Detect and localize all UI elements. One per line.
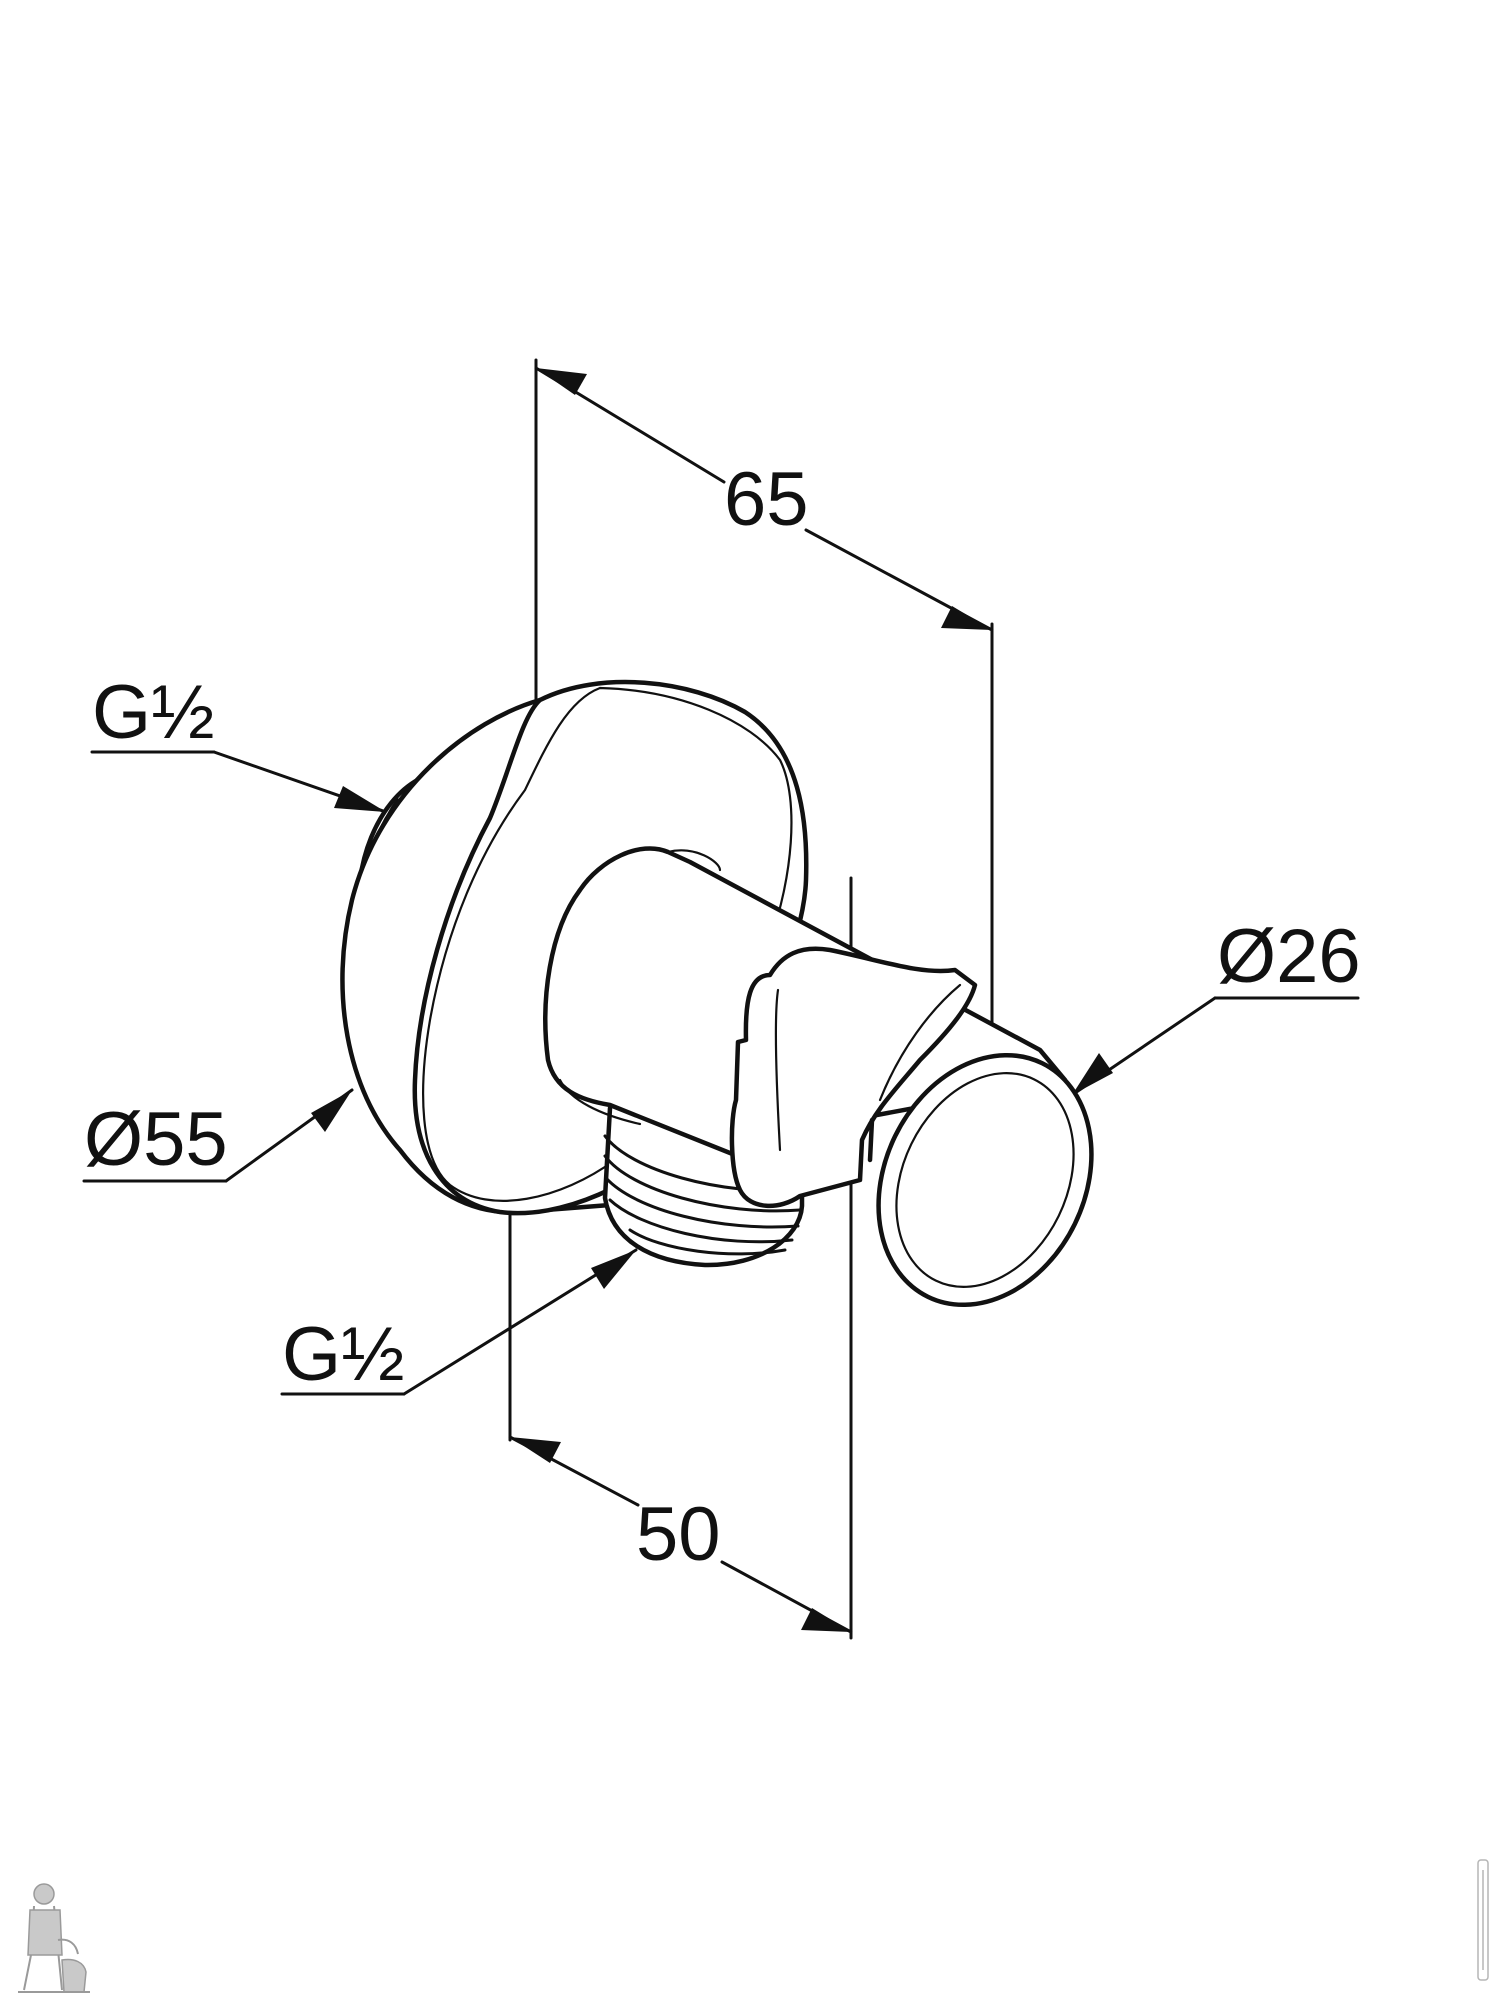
dimension-65: 65: [534, 358, 994, 1172]
arrowhead-flange: [311, 1090, 352, 1132]
arrowhead-50-right: [801, 1608, 851, 1632]
leader-thread-bottom: G½: [280, 1248, 638, 1397]
vertical-watermark-mark: [1477, 1859, 1489, 1981]
label-flange-diameter: Ø55: [84, 1097, 228, 1182]
label-thread-bottom: G½: [282, 1312, 405, 1397]
holder-cradle: [729, 946, 978, 1209]
arrowhead-holder: [1072, 1053, 1113, 1095]
dimension-label-50: 50: [636, 1492, 721, 1577]
arrowhead-thread-bottom: [591, 1250, 636, 1289]
leader-flange-diameter: Ø55: [82, 1088, 354, 1183]
plumber-mascot-icon: [18, 1883, 90, 1993]
leader-thread-back: G½: [90, 670, 388, 814]
bottom-thread-outlet: [602, 1105, 805, 1268]
wall-elbow-part: [340, 679, 1094, 1308]
label-thread-back: G½: [92, 670, 215, 755]
leader-holder-diameter: Ø26: [1070, 914, 1361, 1097]
arrowhead-50-left: [510, 1437, 561, 1463]
flange-chamfer: [422, 686, 793, 1202]
label-holder-diameter: Ø26: [1217, 914, 1361, 999]
arrowhead-65-right: [941, 606, 992, 630]
arrowhead-thread-back: [334, 786, 386, 812]
dimension-50: 50: [508, 876, 853, 1640]
dimension-label-65: 65: [724, 457, 809, 542]
holder-end-face: [876, 1052, 1094, 1308]
arrowhead-65-left: [536, 368, 587, 395]
